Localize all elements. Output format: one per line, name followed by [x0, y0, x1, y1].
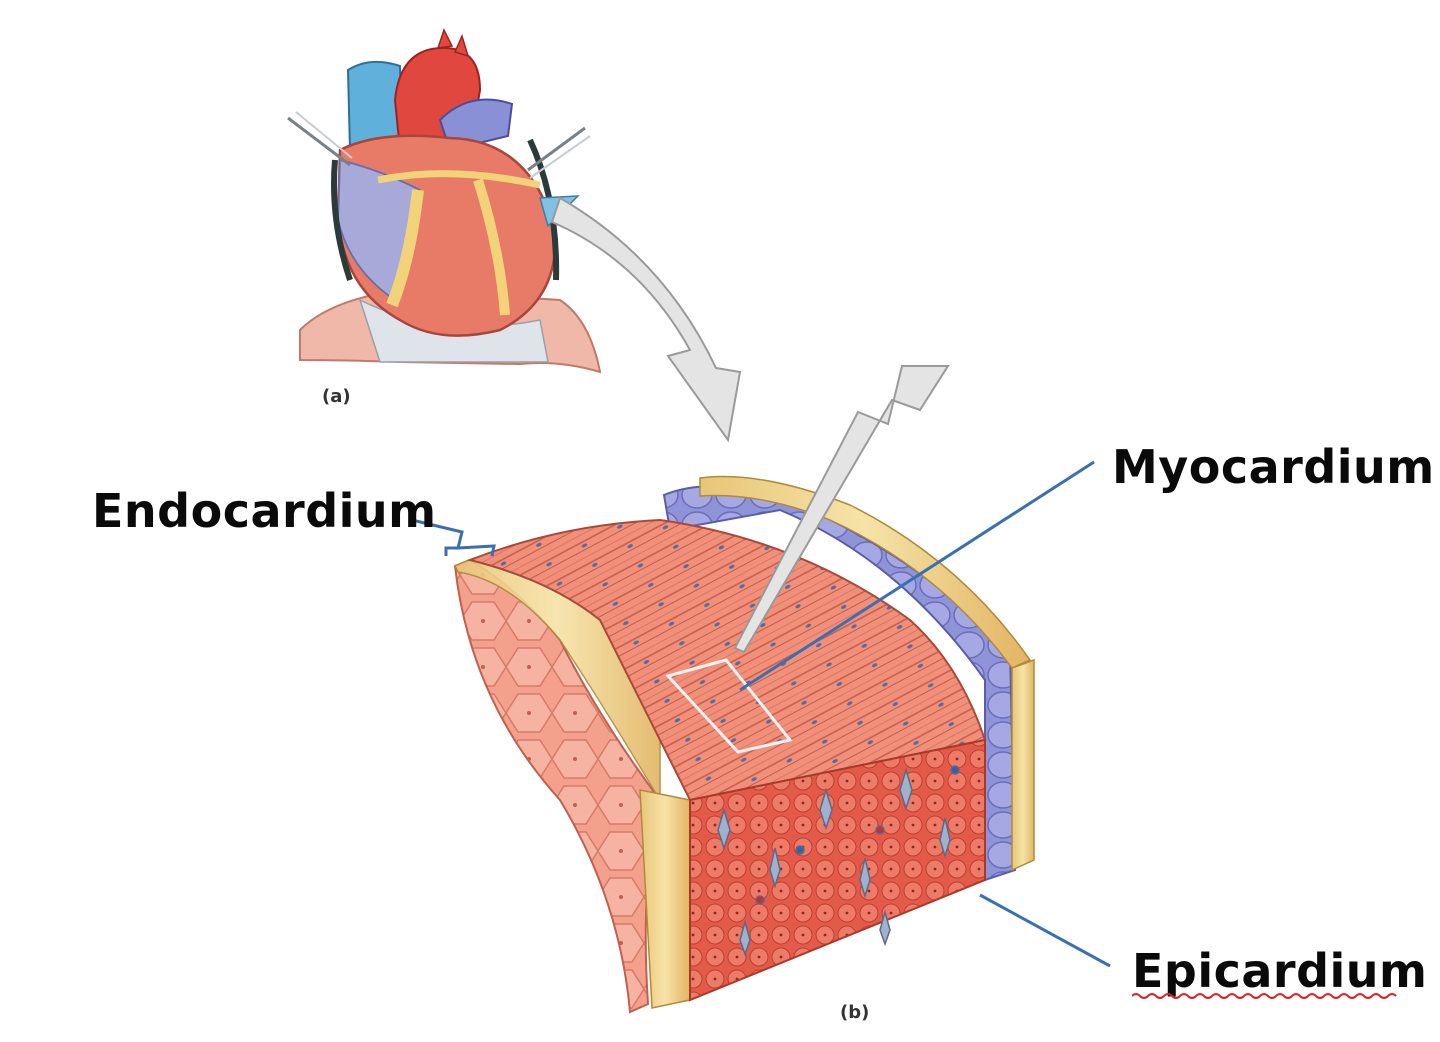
heart-illustration: [287, 28, 602, 374]
leader-lines: [411, 460, 1111, 968]
inset-region: [665, 658, 793, 754]
zoom-arrow-down: [550, 196, 742, 443]
vessels: [717, 765, 960, 957]
zoom-arrow-up: [733, 365, 950, 654]
epicardium-label: Epicardium: [1132, 944, 1428, 998]
tissue-block: [453, 475, 1035, 1014]
epicardium-leader: [979, 893, 1111, 968]
myocardium-label: Myocardium: [1112, 440, 1435, 494]
panel-a-label: (a): [322, 386, 351, 407]
endocardium-label: Endocardium: [92, 484, 437, 538]
panel-b-label: (b): [840, 1002, 870, 1023]
spellcheck-underline: [1132, 993, 1397, 999]
myocardium-leader: [739, 460, 1095, 692]
endocardium-leader: [411, 518, 496, 557]
